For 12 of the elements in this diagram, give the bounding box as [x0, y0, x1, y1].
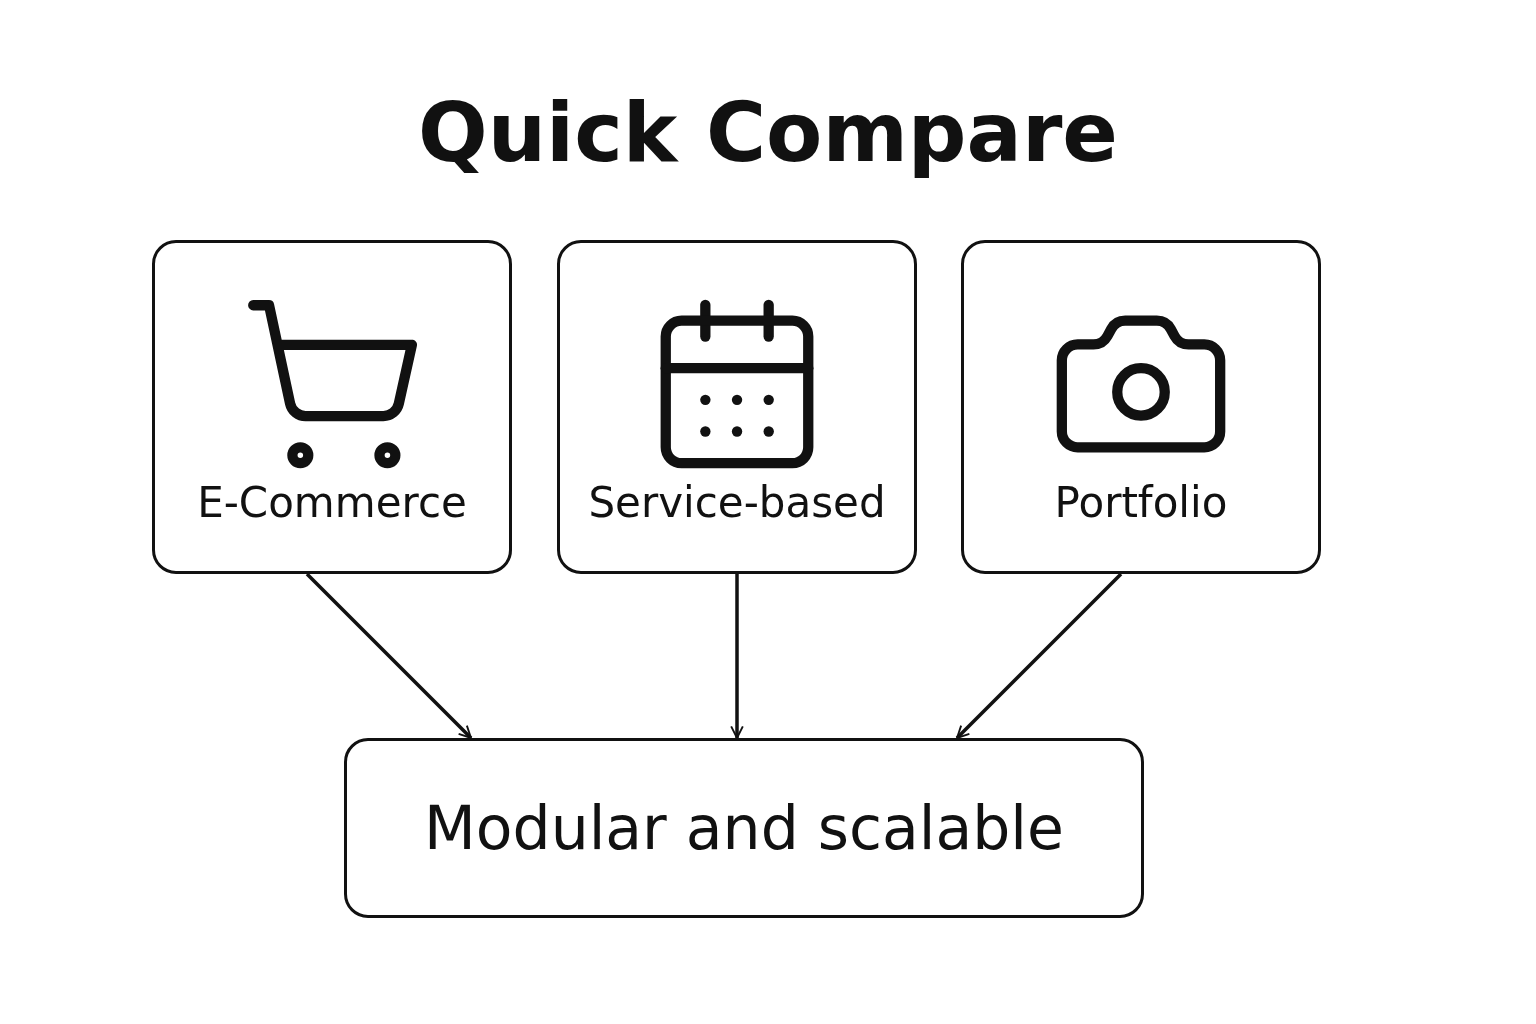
- category-card: [152, 240, 512, 574]
- arrow: [730, 574, 744, 739]
- node-label: Service-based: [588, 478, 886, 527]
- node-label: Modular and scalable: [424, 793, 1064, 863]
- arrow: [305, 572, 473, 740]
- arrow: [955, 572, 1123, 740]
- title: Quick Compare: [418, 88, 1118, 179]
- category-card: [557, 240, 917, 574]
- node-label: E-Commerce: [197, 478, 467, 527]
- category-card: [961, 240, 1321, 574]
- node-label: Portfolio: [1054, 478, 1228, 527]
- result-box: [344, 738, 1144, 918]
